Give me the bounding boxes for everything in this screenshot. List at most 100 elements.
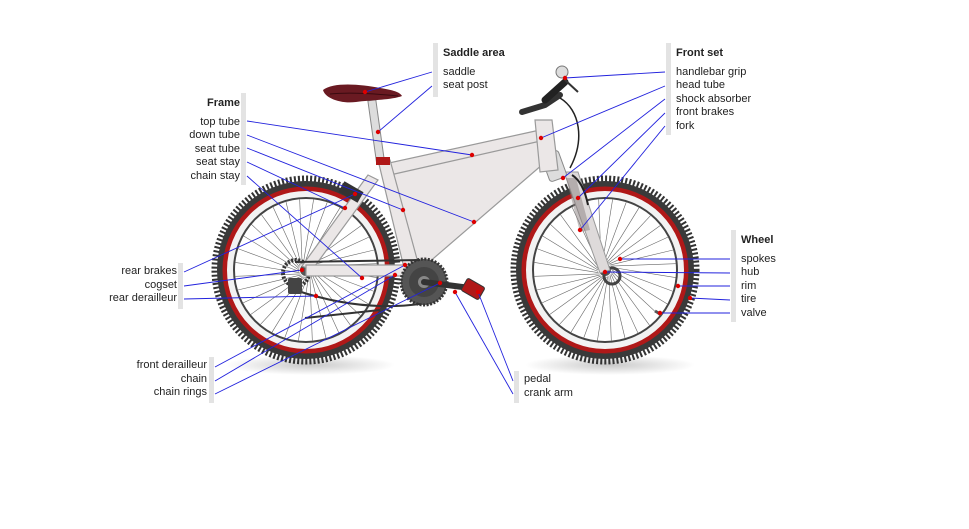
rear-label-bar: [178, 263, 183, 309]
leader-shock-absorber: [562, 98, 666, 179]
leader-pedal: [477, 291, 514, 382]
wheel-title: Wheel: [741, 234, 774, 246]
frame-title: Frame: [206, 97, 240, 109]
marker-tire: [687, 295, 693, 301]
spoke: [608, 275, 612, 341]
handlebar-assembly: [519, 65, 580, 169]
marker-front-brakes: [575, 195, 581, 201]
label-shock-absorber: shock absorber: [676, 92, 752, 105]
spoke: [541, 275, 602, 304]
label-down-tube: down tube: [189, 129, 240, 141]
leader-front-brakes: [577, 112, 666, 199]
leader-chain: [214, 274, 396, 382]
label-rim: rim: [741, 279, 757, 292]
spoke: [303, 199, 314, 264]
leader-handlebar-grip: [564, 71, 666, 79]
marker-valve: [657, 310, 663, 316]
saddle-label-bar: [433, 43, 438, 97]
spoke: [583, 276, 607, 338]
wheel-label-bar: [731, 230, 736, 322]
marker-front-derailleur: [402, 262, 408, 268]
label-handlebar-grip: handlebar grip: [676, 65, 747, 78]
spoke: [610, 263, 676, 267]
spoke: [559, 276, 604, 325]
marker-chain-rings: [437, 280, 443, 286]
label-seat-post: seat post: [443, 79, 488, 91]
leader-top-tube: [246, 120, 473, 156]
spoke: [597, 276, 608, 341]
frame-label-bar: [241, 93, 246, 185]
spoke: [536, 274, 601, 291]
marker-seat-tube: [400, 207, 406, 213]
leader-seat-post: [377, 85, 433, 133]
spoke: [261, 214, 300, 268]
label-seat-stay: seat stay: [195, 156, 240, 168]
spoke: [243, 235, 300, 271]
marker-pedal: [475, 289, 481, 295]
leader-cogset: [183, 269, 303, 287]
leader-front-derailleur: [214, 264, 406, 368]
spoke: [235, 273, 301, 277]
spoke: [237, 274, 302, 291]
label-valve: valve: [741, 306, 767, 319]
saddle-assembly: [323, 84, 402, 165]
label-saddle: saddle: [443, 65, 476, 78]
spoke: [550, 224, 599, 269]
leader-seat-stay: [246, 161, 346, 209]
label-hub: hub: [741, 266, 760, 278]
spoke: [312, 272, 351, 326]
spoke: [609, 249, 674, 266]
spoke: [251, 224, 300, 269]
marker-handlebar-grip: [562, 75, 568, 81]
front-wheel-shadow: [525, 355, 695, 375]
leader-rear-brakes: [183, 193, 356, 273]
leader-chain-rings: [214, 282, 441, 395]
marker-hub: [602, 269, 608, 275]
leader-down-tube: [246, 134, 475, 223]
pedal-label-bar: [514, 371, 519, 403]
label-cogset: cogset: [144, 278, 177, 291]
spoke: [542, 235, 599, 271]
marker-head-tube: [538, 135, 544, 141]
leader-rear-derailleur: [183, 295, 317, 300]
marker-shock-absorber: [560, 175, 566, 181]
rear-wheel-shadow: [225, 355, 395, 375]
leader-chain-stay: [246, 175, 363, 279]
marker-chain: [392, 272, 398, 278]
marker-rear-brakes: [352, 191, 358, 197]
marker-top-tube: [469, 152, 475, 158]
leader-hub: [604, 271, 731, 274]
frame-group: Frame top tube down tube seat tube seat …: [189, 97, 240, 183]
label-fork: fork: [676, 119, 695, 132]
drivetrain-group: front derailleur chain chain rings: [137, 359, 207, 400]
label-front-derailleur: front derailleur: [136, 359, 207, 371]
leader-head-tube: [540, 85, 666, 139]
saddle-area-group: Saddle area saddle seat post: [443, 47, 505, 93]
part-markers: [299, 75, 693, 316]
spoke: [549, 276, 603, 315]
marker-seat-post: [375, 129, 381, 135]
spoke: [534, 262, 599, 273]
leader-fork: [579, 125, 666, 231]
leader-lines: [183, 71, 731, 395]
label-pedal: pedal: [524, 373, 551, 385]
rear-parts-group: rear brakes cogset rear derailleur: [109, 265, 177, 306]
leader-saddle: [364, 71, 433, 93]
marker-saddle: [362, 89, 368, 95]
label-chain-rings: chain rings: [153, 386, 207, 398]
spoke: [298, 276, 309, 341]
wheel-group: Wheel spokes hub rim tire valve: [741, 234, 776, 320]
marker-seat-stay: [342, 205, 348, 211]
marker-rear-derailleur: [313, 293, 319, 299]
marker-down-tube: [471, 219, 477, 225]
marker-crank-arm: [452, 289, 458, 295]
label-rear-brakes: rear brakes: [121, 265, 177, 277]
spoke: [603, 202, 627, 264]
label-chain-stay: chain stay: [190, 169, 240, 182]
label-spokes: spokes: [741, 252, 776, 265]
label-tire: tire: [741, 293, 757, 305]
front-wheel: [510, 175, 700, 365]
label-top-tube: top tube: [200, 115, 240, 128]
front-set-title: Front set: [676, 47, 724, 59]
